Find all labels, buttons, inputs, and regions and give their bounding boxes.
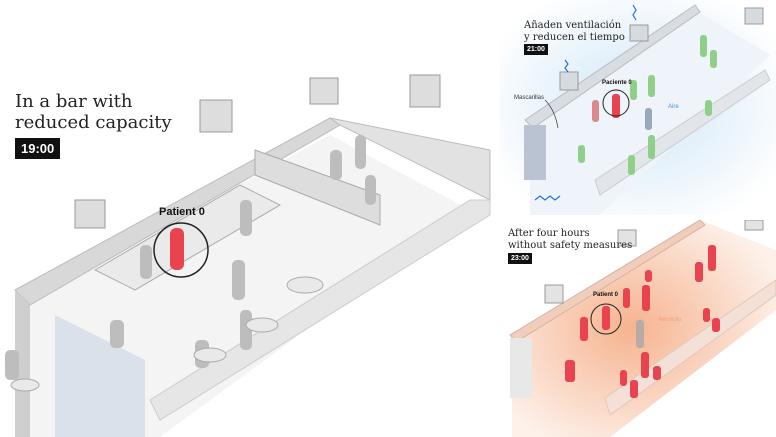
- ac-unit: [744, 220, 764, 231]
- person: [703, 308, 710, 322]
- patient-zero-figure: [612, 94, 620, 118]
- patient-zero-circle: [602, 89, 630, 117]
- scene-title: After four hours without safety measures: [508, 228, 632, 251]
- person: [641, 352, 649, 378]
- person: [110, 320, 124, 348]
- ac-unit: [309, 77, 339, 105]
- person: [5, 350, 19, 380]
- person: [648, 75, 655, 97]
- infected-bar-illustration: [500, 220, 776, 437]
- person: [565, 360, 575, 382]
- person: [578, 145, 585, 163]
- person: [705, 100, 712, 116]
- main-scene-19h: In a bar with reduced capacity 19:00 Pat…: [5, 74, 491, 437]
- time-badge: 21:00: [524, 44, 548, 55]
- entrance-wall: [510, 338, 532, 398]
- title-line: without safety measures: [508, 239, 633, 251]
- person: [580, 317, 588, 341]
- entrance-glass: [55, 315, 145, 437]
- tables: [10, 276, 324, 392]
- title-line: Añaden ventilación: [524, 20, 622, 31]
- person: [642, 285, 650, 311]
- title-line: In a bar with: [15, 91, 133, 112]
- table: [10, 378, 40, 392]
- front-wall: [149, 199, 491, 421]
- person: [630, 380, 638, 398]
- patient-zero-circle: [153, 222, 209, 278]
- patient-label: Patient 0: [593, 292, 619, 298]
- person: [695, 262, 703, 282]
- ac-unit: [744, 7, 764, 25]
- scene-title: Añaden ventilación y reducen el tiempo: [524, 20, 625, 43]
- ac-unit: [74, 199, 106, 229]
- patient-label: Patient 0: [159, 206, 205, 218]
- person: [623, 288, 630, 308]
- person: [630, 80, 637, 100]
- ac-unit: [617, 229, 637, 247]
- person: [645, 270, 652, 282]
- infected-people: [565, 245, 720, 398]
- healthy-people: [578, 35, 717, 175]
- person: [240, 200, 252, 236]
- patient-zero-circle: [590, 303, 622, 335]
- back-counter: [254, 149, 381, 226]
- patient-zero-figure: [602, 306, 610, 330]
- ac-unit: [559, 71, 579, 91]
- ac-unit: [544, 284, 564, 304]
- air-flow-icon: [564, 59, 569, 73]
- person: [710, 50, 717, 68]
- scene-title: In a bar with reduced capacity: [15, 91, 172, 133]
- air-flow-icon: [534, 195, 561, 201]
- ac-unit: [629, 24, 649, 42]
- ac-unit: [409, 74, 441, 108]
- air-flow-icon: [632, 4, 637, 21]
- table: [193, 347, 227, 363]
- title-line: reduced capacity: [15, 111, 172, 133]
- person: [708, 245, 716, 271]
- person: [636, 320, 644, 348]
- person: [330, 150, 342, 180]
- person: [620, 370, 627, 386]
- patient-label: Paciente 0: [602, 80, 632, 86]
- person: [653, 366, 661, 380]
- person: [712, 318, 720, 332]
- people-group: [5, 135, 376, 380]
- time-badge: 19:00: [15, 138, 61, 159]
- patient-zero-figure: [170, 228, 184, 270]
- person: [648, 135, 655, 159]
- person: [355, 135, 366, 169]
- person: [592, 100, 599, 122]
- masks-pointer: [544, 99, 559, 129]
- bar-isometric-illustration: [5, 74, 491, 437]
- table: [286, 276, 324, 294]
- person: [628, 155, 635, 175]
- time-badge: 23:00: [508, 253, 532, 264]
- person: [240, 310, 252, 350]
- table: [245, 317, 279, 333]
- no-measures-scene-23h: After four hours without safety measures…: [500, 220, 776, 437]
- air-label: Aire: [668, 104, 679, 110]
- title-line: y reducen el tiempo: [524, 31, 625, 43]
- person: [645, 108, 652, 130]
- ventilation-scene-21h: Añaden ventilación y reducen el tiempo 2…: [500, 0, 776, 215]
- ac-unit: [199, 99, 233, 133]
- person: [140, 245, 152, 279]
- person: [232, 260, 245, 300]
- person: [700, 35, 707, 57]
- ventilated-bar-illustration: [500, 0, 776, 215]
- person: [365, 175, 376, 205]
- entrance-door: [524, 125, 546, 180]
- title-line: After four hours: [508, 228, 590, 239]
- aerosols-label: Aerosols: [658, 317, 682, 323]
- masks-label: Mascarillas: [514, 95, 545, 101]
- left-wall: [15, 290, 30, 437]
